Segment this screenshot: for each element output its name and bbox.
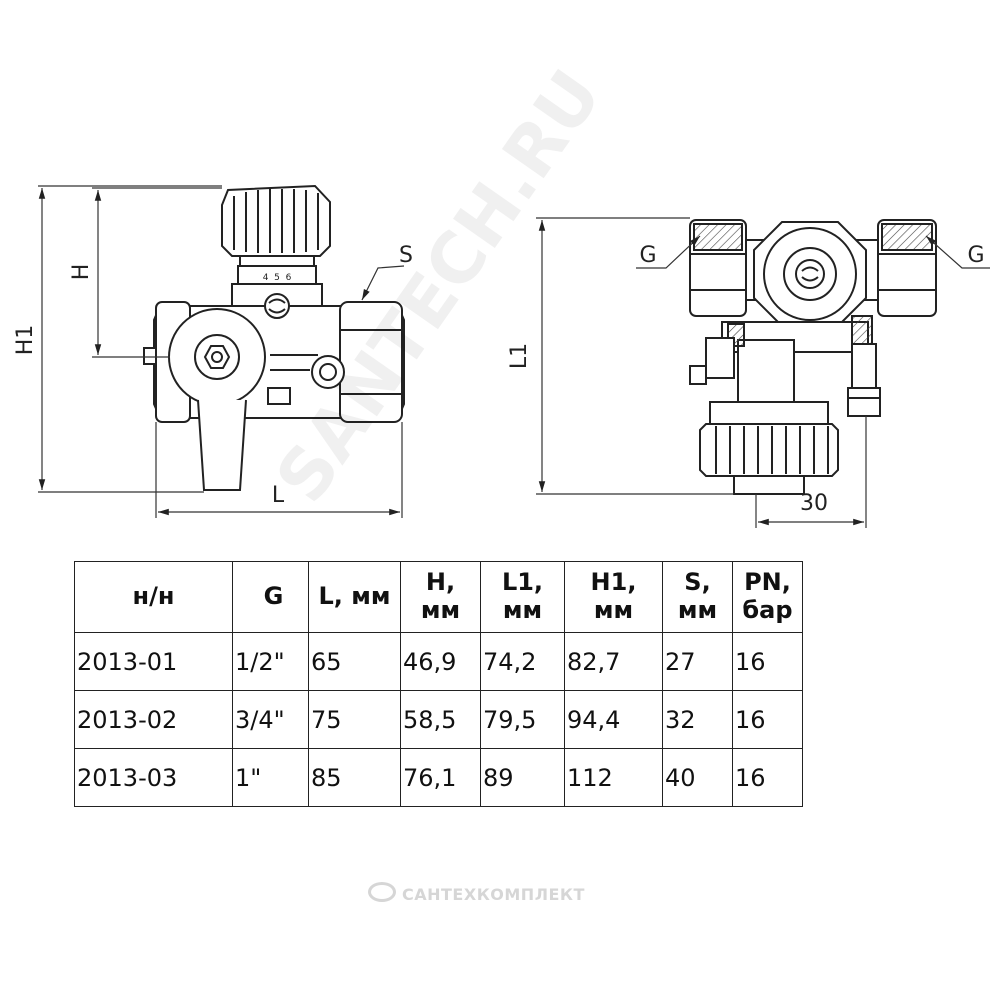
footer-logo-text: САНТЕХКОМПЛЕКТ [402,885,585,904]
front-view: 4 5 6 [143,184,405,491]
table-cell: 1" [232,748,309,807]
table-cell: 2013-02 [74,690,233,749]
emblem-icon-side [795,259,825,289]
logo-icon [368,882,396,902]
header-cell: G [232,561,309,633]
table-cell: 16 [732,748,803,807]
scale-ring: 4 5 6 [237,265,317,285]
table-row: 2013-02 3/4" 75 58,5 79,5 94,4 32 16 [74,690,803,749]
table-row: 2013-03 1" 85 76,1 89 112 40 16 [74,748,803,807]
header-cell: PN, бар [732,561,803,633]
table-cell: 40 [662,748,733,807]
dim-label-l1: L1 [507,343,532,369]
header-cell: L, мм [308,561,401,633]
dim-label-g-right: G [967,243,984,268]
dim-label-s: S [399,243,413,268]
table-cell: 94,4 [564,690,663,749]
lever-handle [197,399,247,491]
side-dimensions [536,217,990,528]
table-cell: 16 [732,690,803,749]
table-cell: 58,5 [400,690,481,749]
table-cell: 32 [662,690,733,749]
table-cell: 89 [480,748,565,807]
table-cell: 65 [308,632,401,691]
front-dimensions [38,185,405,518]
header-cell: S, мм [662,561,733,633]
table-cell: 3/4" [232,690,309,749]
dim-label-30: 30 [800,491,828,516]
footer-logo: САНТЕХКОМПЛЕКТ [368,882,585,904]
table-cell: 112 [564,748,663,807]
table-cell: 2013-03 [74,748,233,807]
header-cell: н/н [74,561,233,633]
dim-label-l: L [272,483,285,508]
table-cell: 76,1 [400,748,481,807]
side-view [689,219,937,495]
dim-label-g-left: G [639,243,656,268]
valve-technical-drawing: 4 5 6 [13,184,990,528]
table-cell: 1/2" [232,632,309,691]
table-cell: 2013-01 [74,632,233,691]
header-cell: H, мм [400,561,481,633]
dial-marks: 4 5 6 [263,273,292,283]
table-cell: 16 [732,632,803,691]
table-cell: 82,7 [564,632,663,691]
dim-label-h1: H1 [13,325,38,356]
table-cell: 85 [308,748,401,807]
table-cell: 27 [662,632,733,691]
table-header-row: н/н G L, мм H, мм L1, мм H1, мм S, мм PN… [74,561,803,633]
handwheel [221,184,331,267]
table-cell: 46,9 [400,632,481,691]
table-cell: 75 [308,690,401,749]
table-cell: 79,5 [480,690,565,749]
table-cell: 74,2 [480,632,565,691]
header-cell: H1, мм [564,561,663,633]
header-cell: L1, мм [480,561,565,633]
dim-label-h: H [69,264,94,281]
table-row: 2013-01 1/2" 65 46,9 74,2 82,7 27 16 [74,632,803,691]
emblem-icon [264,293,290,319]
hex-socket-icon [203,345,231,369]
specification-table: н/н G L, мм H, мм L1, мм H1, мм S, мм PN… [74,561,803,807]
